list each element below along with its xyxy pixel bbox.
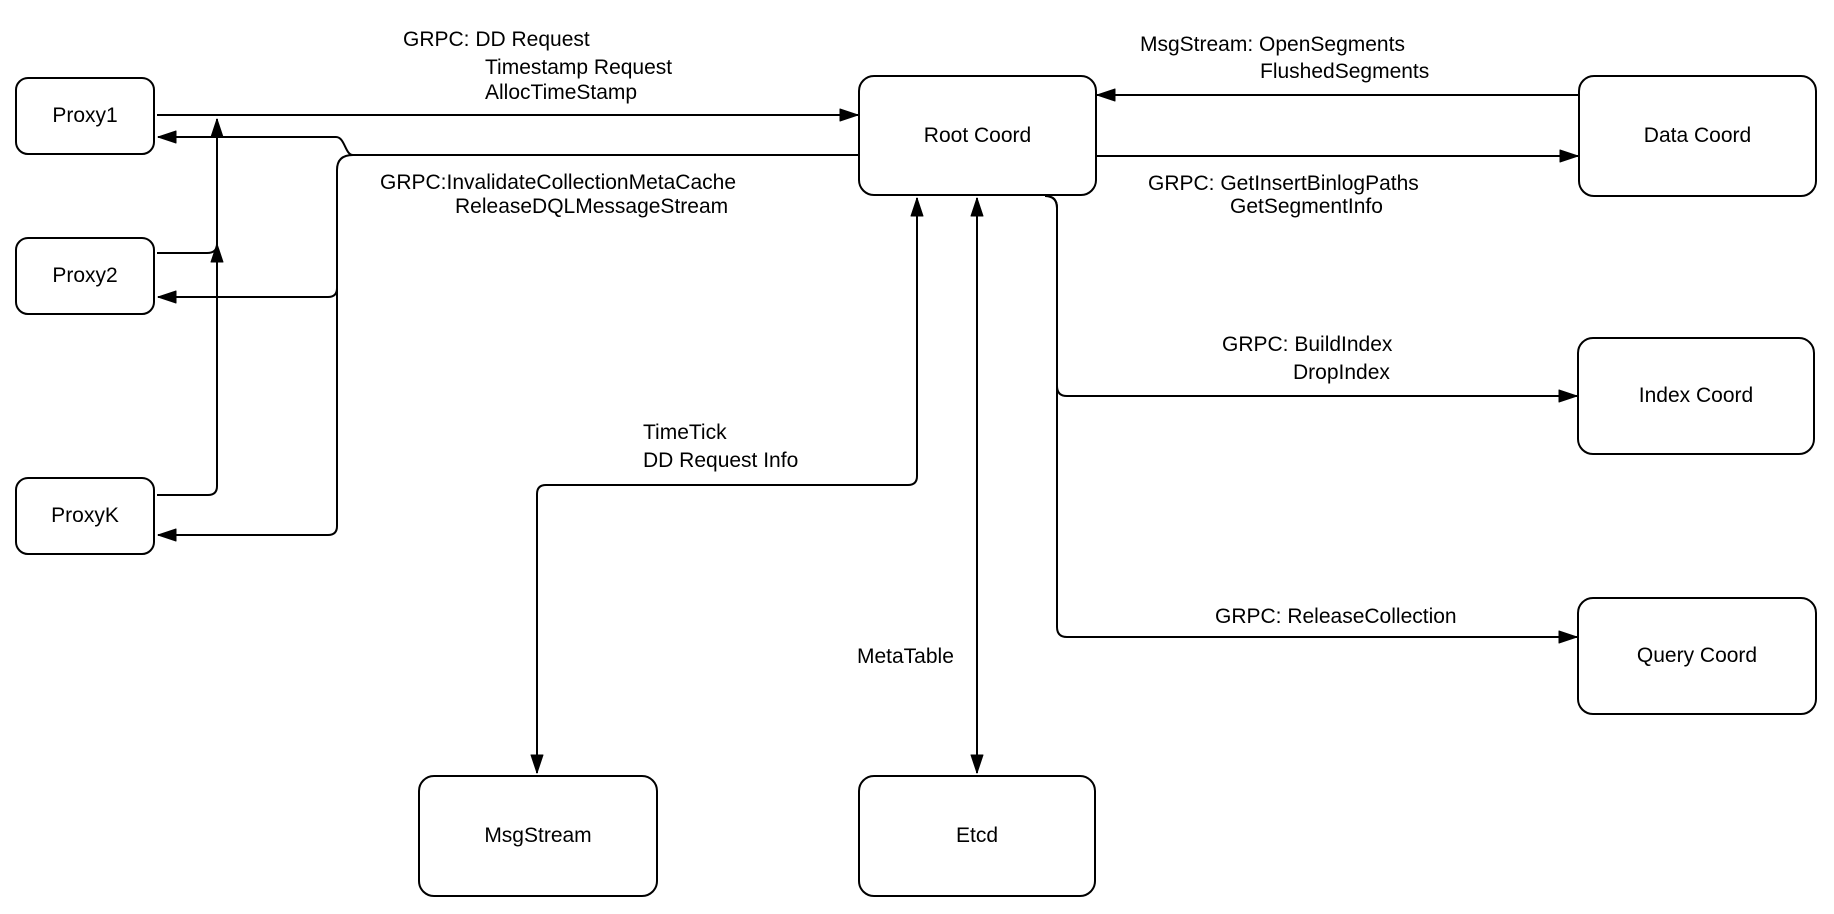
edge-label-release-dql-messagestream: ReleaseDQLMessageStream [455,195,729,218]
edge-return-trunk-to-proxyk [157,154,354,542]
node-query-coord: Query Coord [1577,597,1817,715]
edge-label-alloctimestamp: AllocTimeStamp [485,81,638,104]
node-proxyk-label: ProxyK [51,504,119,527]
edge-rootcoord-to-proxy1 [157,130,858,156]
node-msgstream-label: MsgStream [484,824,592,847]
edge-rootcoord-to-querycoord [1044,195,1578,644]
node-proxy2: Proxy2 [15,237,155,315]
node-index-coord-label: Index Coord [1638,384,1754,407]
node-data-coord: Data Coord [1578,75,1817,197]
node-root-coord-label: Root Coord [923,123,1032,147]
edge-label-releasecollection: GRPC: ReleaseCollection [1215,605,1457,628]
node-index-coord: Index Coord [1577,337,1815,455]
edge-label-dropindex: DropIndex [1293,361,1390,384]
edge-label-timestamp-request: Timestamp Request [485,56,673,79]
node-proxy1-label: Proxy1 [52,104,118,127]
node-etcd: Etcd [858,775,1096,897]
edge-label-getinsertbinlogpaths: GRPC: GetInsertBinlogPaths [1148,172,1419,195]
edge-label-grpc-dd-request: GRPC: DD Request [403,28,590,51]
edge-timetick-to-msgstream [530,484,700,774]
node-proxy2-label: Proxy2 [52,264,118,287]
edge-return-branch-to-proxy2 [157,287,338,304]
node-proxy1: Proxy1 [15,77,155,155]
node-root-coord: Root Coord [858,75,1097,196]
edge-label-timetick: TimeTick [643,421,727,444]
edge-label-dd-request-info: DD Request Info [643,449,799,472]
edge-label-buildindex: GRPC: BuildIndex [1222,333,1393,356]
node-msgstream: MsgStream [418,775,658,897]
edge-label-flushedsegments: FlushedSegments [1260,60,1430,83]
edge-label-getsegmentinfo: GetSegmentInfo [1230,195,1383,218]
edge-proxyk-up-trunk [157,118,224,496]
node-proxyk: ProxyK [15,477,155,555]
edge-proxy2-up-branch [157,243,224,263]
edge-label-msgstream-opensegments: MsgStream: OpenSegments [1140,33,1405,56]
node-data-coord-label: Data Coord [1643,124,1752,147]
edge-label-metatable: MetaTable [857,645,954,668]
node-etcd-label: Etcd [955,824,999,847]
edge-label-invalidate-collection-metacache: GRPC:InvalidateCollectionMetaCache [380,171,737,194]
edge-timetick-to-rootcoord [700,197,924,486]
node-query-coord-label: Query Coord [1636,644,1758,667]
